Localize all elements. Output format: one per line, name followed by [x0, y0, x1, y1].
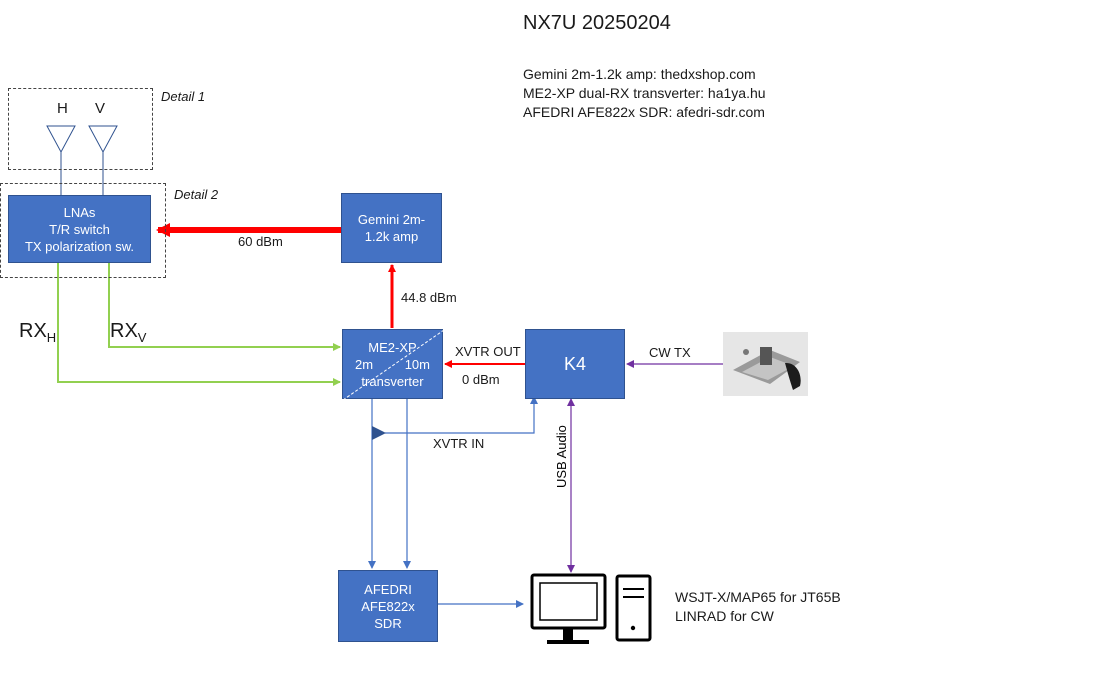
cw-paddle-image: [723, 332, 808, 396]
me2-2m-label: 2m: [355, 356, 374, 372]
me2-line-3: transverter: [361, 373, 424, 389]
afedri-box: AFEDRI AFE822x SDR: [338, 570, 438, 642]
page-title: NX7U 20250204: [523, 12, 671, 34]
gemini-amp-box: Gemini 2m- 1.2k amp: [341, 193, 442, 263]
xvtr-in-line: [385, 396, 538, 434]
lna-box: LNAs T/R switch TX polarization sw.: [8, 195, 151, 263]
dbm-44-8-label: 44.8 dBm: [401, 290, 457, 305]
gemini-line-1: Gemini 2m-: [357, 212, 426, 227]
lna-line-2: T/R switch: [49, 221, 110, 237]
afedri-line-2: AFE822x: [361, 598, 415, 614]
computer-icon: [530, 573, 652, 644]
antenna-h-icon: [46, 125, 76, 195]
k4-label: K4: [563, 353, 587, 374]
cw-tx-label: CW TX: [649, 345, 691, 360]
afedri-line-1: AFEDRI: [364, 581, 412, 597]
rx-v-label: RXV: [110, 320, 146, 345]
antenna-h-label: H: [57, 100, 68, 117]
me2-xp-box: ME2-XP 2m 10m transverter: [342, 329, 444, 400]
me2-line-1: ME2-XP: [368, 339, 417, 355]
source-line-me2: ME2-XP dual-RX transverter: ha1ya.hu: [523, 85, 766, 101]
rx-v-main: RX: [110, 320, 138, 342]
detail-2-label: Detail 2: [174, 187, 219, 202]
lna-line-1: LNAs: [63, 204, 96, 220]
antenna-v-label: V: [95, 100, 106, 117]
k4-box: K4: [525, 329, 625, 399]
source-line-afedri: AFEDRI AFE822x SDR: afedri-sdr.com: [523, 104, 765, 120]
me2-10m-label: 10m: [404, 356, 430, 372]
xvtr-out-label: XVTR OUT: [455, 344, 521, 359]
afedri-line-3: SDR: [374, 615, 402, 631]
rx-v-sub: V: [137, 330, 147, 345]
rx-v-line: [108, 263, 341, 351]
me2-diagonal-divider: [343, 330, 444, 400]
antenna-v-icon: [88, 125, 118, 195]
source-line-gemini: Gemini 2m-1.2k amp: thedxshop.com: [523, 66, 756, 82]
rx-h-line: [57, 263, 341, 386]
dbm-60-label: 60 dBm: [238, 234, 283, 249]
detail-1-label: Detail 1: [161, 89, 206, 104]
xvtr-in-label: XVTR IN: [433, 436, 485, 451]
detail-2-frame: [0, 183, 166, 278]
usb-audio-label: USB Audio: [554, 425, 569, 488]
software-line-2: LINRAD for CW: [675, 608, 774, 624]
rx-h-sub: H: [46, 330, 57, 345]
detail-1-frame: [8, 88, 153, 170]
rx-h-main: RX: [19, 320, 47, 342]
lna-line-3: TX polarization sw.: [24, 238, 135, 254]
gemini-line-2: 1.2k amp: [364, 229, 419, 244]
xvtr-in-amp-icon: [372, 426, 386, 440]
software-line-1: WSJT-X/MAP65 for JT65B: [675, 589, 841, 605]
dbm-0-label: 0 dBm: [462, 372, 500, 387]
rx-h-label: RXH: [19, 320, 56, 345]
